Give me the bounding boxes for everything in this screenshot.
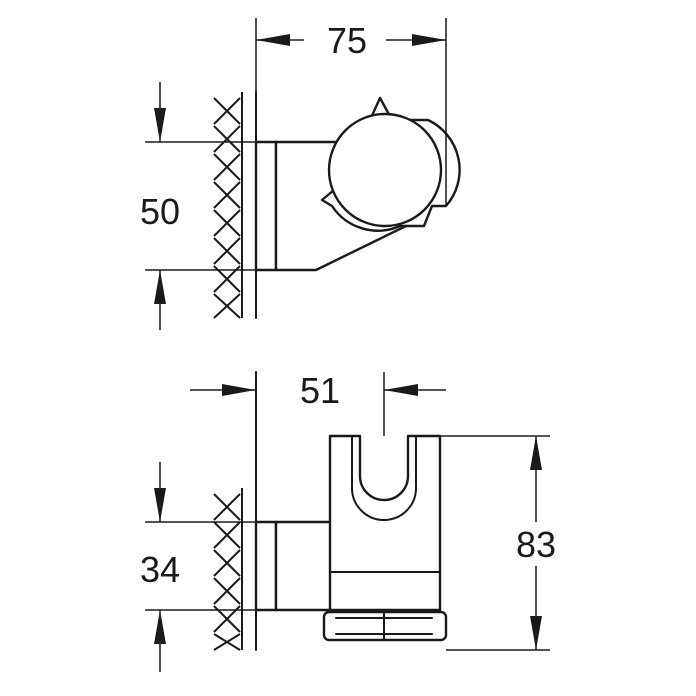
dimension-label-83: 83 (516, 524, 556, 565)
dimension-75: 75 (255, 18, 447, 206)
holder-top (254, 96, 461, 272)
dimension-34: 34 (140, 462, 276, 672)
dimension-83: 83 (440, 435, 556, 651)
dimension-label-50: 50 (140, 191, 180, 232)
holder-side (254, 434, 448, 642)
dimension-label-75: 75 (327, 20, 367, 61)
top-view: 75 50 (140, 18, 461, 330)
side-view: 51 34 83 (140, 370, 556, 672)
wall-top (213, 91, 257, 319)
dimension-label-34: 34 (140, 549, 180, 590)
dimension-51: 51 (190, 370, 446, 436)
dimension-label-51: 51 (300, 370, 340, 411)
dimension-50: 50 (140, 82, 276, 330)
wall-bottom (213, 371, 257, 651)
